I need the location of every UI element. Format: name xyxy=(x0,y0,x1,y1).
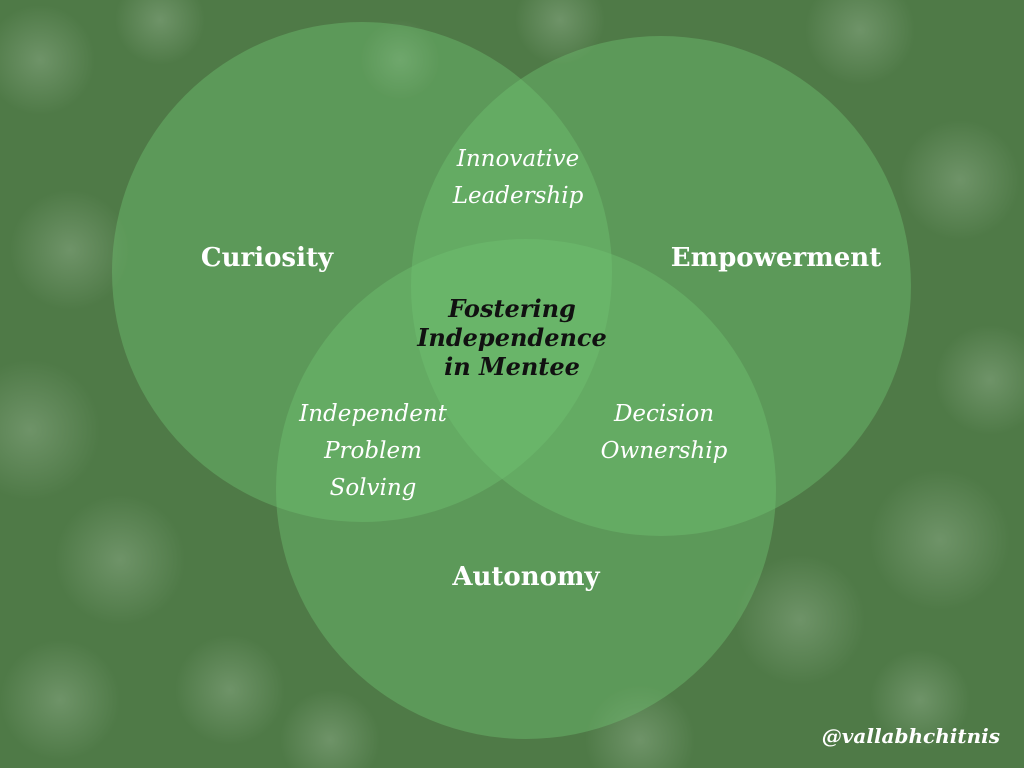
curiosity-label: Curiosity xyxy=(167,243,367,273)
center-line: Fostering xyxy=(402,294,622,323)
center-label: Fostering Independence in Mentee xyxy=(402,294,622,381)
autonomy-label: Autonomy xyxy=(416,562,636,592)
author-handle: @vallabhchitnis xyxy=(780,724,1000,748)
overlap-line: Ownership xyxy=(584,433,744,470)
empowerment-label: Empowerment xyxy=(661,243,891,273)
center-line: in Mentee xyxy=(402,352,622,381)
overlap-line: Problem xyxy=(283,433,463,470)
decision-ownership-label: Decision Ownership xyxy=(584,396,744,470)
innovative-leadership-label: Innovative Leadership xyxy=(418,141,618,215)
independent-problem-solving-label: Independent Problem Solving xyxy=(283,396,463,507)
overlap-line: Decision xyxy=(584,396,744,433)
overlap-line: Solving xyxy=(283,470,463,507)
overlap-line: Leadership xyxy=(418,178,618,215)
overlap-line: Innovative xyxy=(418,141,618,178)
center-line: Independence xyxy=(402,323,622,352)
overlap-line: Independent xyxy=(283,396,463,433)
